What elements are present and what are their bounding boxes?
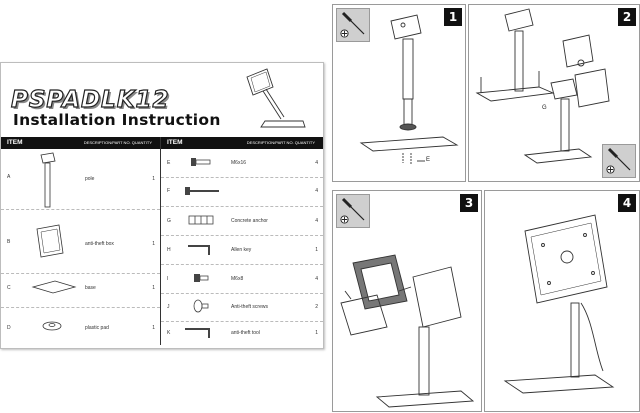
step-4-illustration (503, 214, 615, 394)
item-qty: 1 (152, 285, 155, 291)
tool-hint-box (336, 194, 370, 228)
concrete-anchor-part-icon (188, 215, 214, 225)
row-divider (161, 264, 323, 265)
header-desc: DESCRIPTION/PART NO. QUANTITY (83, 140, 152, 145)
phillips-head-icon (340, 215, 349, 224)
item-qty: 4 (315, 188, 318, 194)
item-qty: 4 (315, 276, 318, 282)
model-number: PSPADLK12 (10, 86, 170, 113)
long-screw-part-icon (185, 187, 219, 195)
step-number: 3 (460, 194, 478, 212)
item-desc: M6x8 (231, 276, 244, 282)
list-item: C base 1 (1, 275, 160, 305)
item-desc: anti-theft box (85, 241, 114, 247)
item-qty: 1 (152, 325, 155, 331)
row-divider (161, 206, 323, 207)
item-desc: base (85, 285, 96, 291)
pole-part-icon (40, 152, 56, 208)
item-letter: C (7, 285, 11, 291)
stand-illustration (246, 68, 306, 128)
row-divider (1, 307, 160, 308)
list-item: I M6x8 4 (161, 265, 323, 293)
anti-theft-screw-part-icon (193, 299, 209, 313)
bolt-part-icon (191, 158, 211, 166)
list-item: H Allen key 1 (161, 236, 323, 264)
phillips-head-icon (606, 165, 615, 174)
row-divider (161, 177, 323, 178)
screwdriver-icon (341, 11, 365, 35)
phillips-head-icon (340, 29, 349, 38)
row-divider (1, 273, 160, 274)
item-qty: 4 (315, 218, 318, 224)
item-letter: E (167, 160, 171, 166)
item-letter: A (7, 174, 11, 180)
item-qty: 2 (315, 304, 318, 310)
row-divider (161, 293, 323, 294)
header-item: ITEM (7, 139, 23, 146)
item-letter: K (167, 330, 171, 336)
anti-theft-tool-part-icon (185, 328, 210, 338)
item-qty: 1 (315, 330, 318, 336)
row-divider (161, 235, 323, 236)
list-item: A pole 1 (1, 149, 160, 209)
header-item: ITEM (167, 139, 183, 146)
column-divider (160, 137, 161, 345)
step-1-illustration (359, 14, 459, 165)
item-desc: anti-theft tool (231, 330, 260, 336)
screwdriver-icon (341, 197, 365, 221)
parts-list-left: A pole 1 B anti-theft box 1 C base 1 (1, 149, 160, 345)
item-qty: 4 (315, 160, 318, 166)
short-bolt-part-icon (194, 274, 209, 282)
base-part-icon (31, 280, 77, 294)
item-letter: H (167, 247, 171, 253)
item-desc: Concrete anchor (231, 218, 268, 224)
step-2-panel: 2 G (468, 4, 640, 182)
step-2-illustration (475, 8, 610, 164)
row-divider (1, 209, 160, 210)
item-desc: plastic pad (85, 325, 109, 331)
step-3-illustration (340, 254, 475, 408)
step-number: 2 (618, 8, 636, 26)
part-label: E (426, 157, 431, 163)
list-item: B anti-theft box 1 (1, 211, 160, 271)
step-number: 1 (444, 8, 462, 26)
list-item: K anti-theft tool 1 (161, 322, 323, 344)
tool-hint-box (336, 8, 370, 42)
screwdriver-icon (607, 147, 631, 171)
step-3-panel: 3 (332, 190, 482, 412)
item-desc: M6x16 (231, 160, 247, 166)
row-divider (161, 321, 323, 322)
item-qty: 1 (152, 176, 155, 182)
item-letter: G (167, 218, 171, 224)
list-item: E M6x16 4 (161, 149, 323, 177)
list-item: D plastic pad 1 (1, 309, 160, 345)
sheet-title: Installation Instruction (13, 111, 221, 129)
item-desc: Allen key (231, 247, 252, 253)
list-item: J Anti-theft screws 2 (161, 294, 323, 320)
step-4-panel: 4 (484, 190, 640, 412)
item-letter: B (7, 239, 11, 245)
item-desc: pole (85, 176, 95, 182)
table-header-right: ITEM DESCRIPTION/PART NO. QUANTITY (161, 137, 323, 149)
item-qty: 1 (315, 247, 318, 253)
parts-list-right: E M6x16 4 F 4 G Concrete anchor 4 (161, 149, 323, 345)
step-1-panel: 1 E (332, 4, 466, 182)
item-letter: D (7, 325, 11, 331)
step-number: 4 (618, 194, 636, 212)
anti-theft-box-part-icon (36, 224, 64, 258)
allen-key-part-icon (188, 245, 210, 255)
instruction-sheet: PSPADLK12 Installation Instruction ITEM … (0, 62, 324, 349)
table-header-left: ITEM DESCRIPTION/PART NO. QUANTITY (1, 137, 160, 149)
tool-hint-box (602, 144, 636, 178)
part-label: G (542, 105, 547, 111)
item-letter: F (167, 188, 171, 194)
list-item: G Concrete anchor 4 (161, 207, 323, 235)
item-desc: Anti-theft screws (231, 304, 268, 310)
item-qty: 1 (152, 241, 155, 247)
plastic-pad-part-icon (42, 321, 62, 331)
item-letter: I (167, 276, 169, 282)
list-item: F 4 (161, 178, 323, 206)
item-letter: J (167, 304, 170, 310)
header-desc: DESCRIPTION/PART NO. QUANTITY (246, 140, 315, 145)
